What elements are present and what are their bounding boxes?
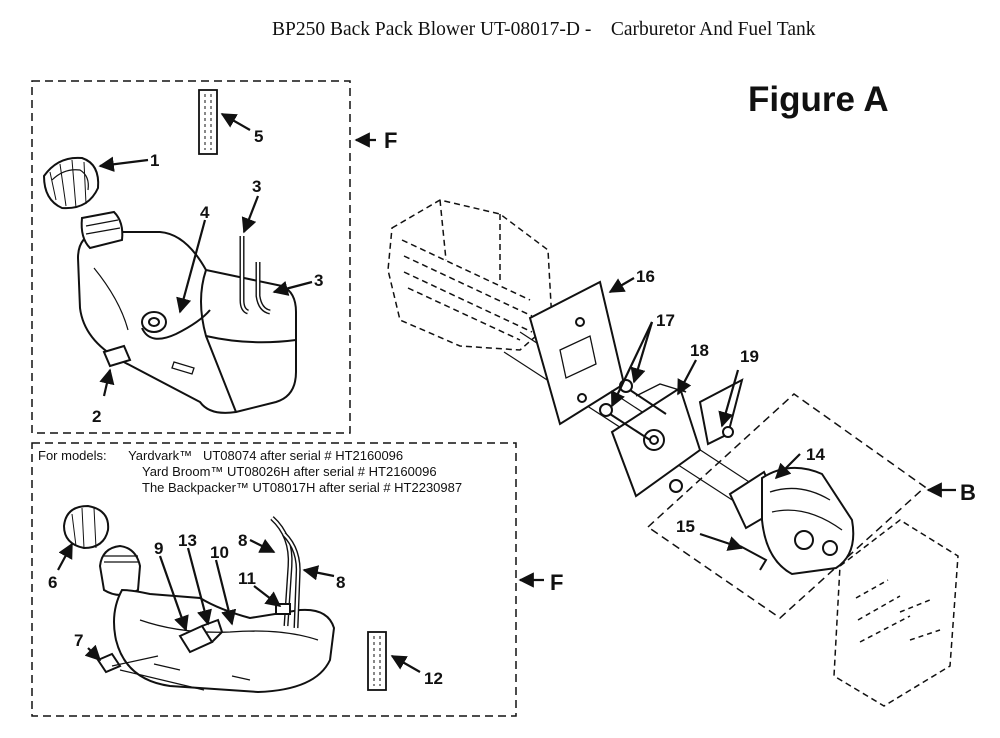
carburetor [728, 466, 855, 576]
engine-cylinder-ghost [387, 199, 553, 351]
gasket-strip-top [198, 89, 218, 155]
models-backpacker: The Backpacker™ UT08017H after serial # … [142, 480, 463, 495]
callout-18: 18 [690, 341, 709, 360]
callout-5: 5 [254, 127, 263, 146]
callout-1: 1 [150, 151, 159, 170]
callout-6: 6 [48, 573, 57, 592]
letter-f-bottom: F [550, 570, 563, 595]
callout-16: 16 [636, 267, 655, 286]
carb-gasket [698, 378, 744, 446]
dashed-box-b [646, 393, 927, 619]
dashed-box-bottom-f [31, 442, 517, 717]
insulator-block [610, 383, 702, 498]
dashed-box-top-f [31, 80, 351, 434]
callout-13: 13 [178, 531, 197, 550]
callout-3a: 3 [252, 177, 261, 196]
letter-b: B [960, 480, 976, 505]
callout-2: 2 [92, 407, 101, 426]
intake-gasket [528, 280, 626, 426]
callout-3b: 3 [314, 271, 323, 290]
letter-f-top: F [384, 128, 397, 153]
fuel-tank-bottom [62, 504, 336, 694]
models-prefix: For models: [38, 448, 107, 463]
page-title: BP250 Back Pack Blower UT-08017-D - Carb… [272, 19, 816, 40]
gasket-strip-bottom [367, 631, 387, 691]
air-filter-housing [833, 519, 959, 707]
callout-arrows [57, 113, 956, 673]
callout-8a: 8 [238, 531, 247, 550]
models-line-1: For models: Yardvark™ UT08074 after seri… [38, 448, 403, 463]
callout-12: 12 [424, 669, 443, 688]
callout-4: 4 [200, 203, 210, 222]
models-yard-broom: Yard Broom™ UT08026H after serial # HT21… [142, 464, 437, 479]
callout-8b: 8 [336, 573, 345, 592]
callout-15: 15 [676, 517, 695, 536]
figure-label: Figure A [748, 80, 889, 119]
models-yardvark: Yardvark™ UT08074 after serial # HT21600… [128, 448, 404, 463]
callout-7: 7 [74, 631, 83, 650]
callout-9: 9 [154, 539, 163, 558]
callout-14: 14 [806, 445, 825, 464]
callout-17: 17 [656, 311, 675, 330]
callout-19: 19 [740, 347, 759, 366]
callout-10: 10 [210, 543, 229, 562]
fuel-tank-top [42, 156, 297, 414]
callout-11: 11 [238, 569, 256, 588]
